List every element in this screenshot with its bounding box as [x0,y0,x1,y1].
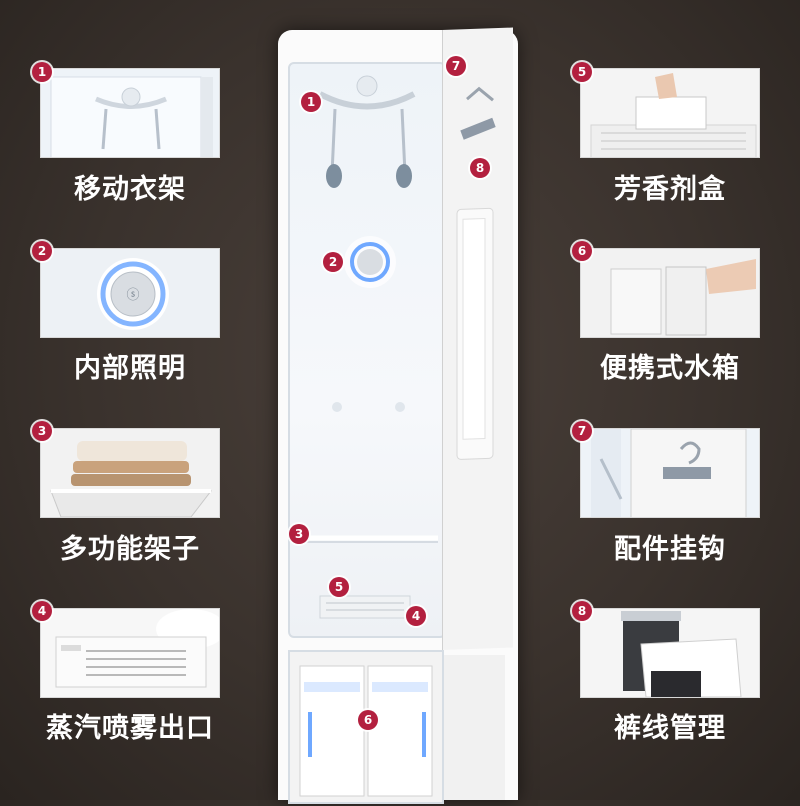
feature-label-4: 蒸汽喷雾出口 [46,713,214,744]
feature-badge-3: 3 [32,421,52,441]
steam-closet-door [442,27,513,650]
movable-hanger-illustration [41,69,219,157]
marker-3: 3 [289,524,309,544]
marker-4: 4 [406,606,426,626]
thumb-pants-crease [580,608,760,698]
marker-1: 1 [301,92,321,112]
aroma-box-illustration [581,69,759,157]
feature-badge-6: 6 [572,241,592,261]
marker-5: 5 [329,577,349,597]
feature-label-8: 裤线管理 [614,713,726,744]
pants-crease-illustration [581,609,759,697]
marker-8: 8 [470,158,490,178]
thumb-multi-shelf [40,428,220,518]
feature-badge-5: 5 [572,62,592,82]
thumb-steam-outlet [40,608,220,698]
water-tank-illustration [581,249,759,337]
feature-badge-7: 7 [572,421,592,441]
feature-label-1: 移动衣架 [74,174,186,205]
thumb-interior-light: ⓢ [40,248,220,338]
feature-badge-8: 8 [572,601,592,621]
feature-label-6: 便携式水箱 [600,353,740,384]
feature-badge-2: 2 [32,241,52,261]
marker-2: 2 [323,252,343,272]
feature-label-7: 配件挂钩 [614,534,726,565]
interior-light-illustration: ⓢ [41,249,219,337]
svg-text:ⓢ: ⓢ [126,288,139,303]
feature-label-2: 内部照明 [74,353,186,384]
thumb-aroma-box [580,68,760,158]
feature-badge-4: 4 [32,601,52,621]
thumb-accessory-hook [580,428,760,518]
feature-badge-1: 1 [32,62,52,82]
marker-6: 6 [358,710,378,730]
thumb-water-tank [580,248,760,338]
feature-label-5: 芳香剂盒 [614,174,726,205]
steam-outlet-illustration [41,609,219,697]
marker-7: 7 [446,56,466,76]
drawer-illustration [299,665,433,797]
multi-shelf-illustration [41,429,219,517]
feature-label-3: 多功能架子 [60,534,200,565]
door-illustration [456,86,496,460]
accessory-hook-illustration [581,429,759,517]
steam-closet-cavity [288,62,446,638]
thumb-movable-hanger [40,68,220,158]
cavity-illustration [296,75,438,619]
door-lower-panel [442,655,505,800]
